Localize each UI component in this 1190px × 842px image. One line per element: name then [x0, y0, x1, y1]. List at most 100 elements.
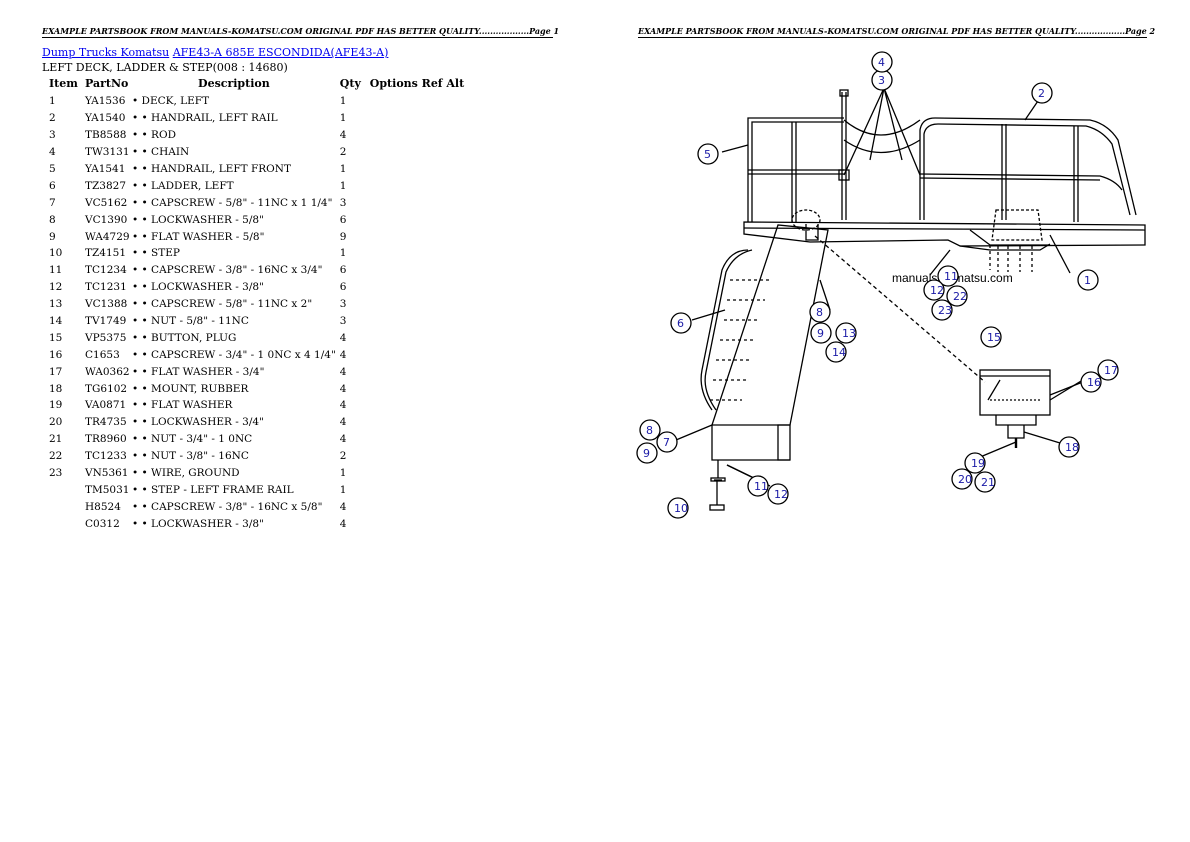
callout-label: 15: [987, 331, 1001, 344]
cell-description: • • CAPSCREW - 3/8" - 16NC x 3/4": [132, 264, 323, 277]
cell-description: • • STEP - LEFT FRAME RAIL: [132, 483, 294, 496]
cell-item: [42, 498, 85, 515]
cell-item: 13: [49, 298, 63, 311]
cell-item: 5: [49, 163, 56, 175]
cell-qty: 3: [339, 196, 347, 209]
callout-14: 14: [825, 341, 847, 363]
callout-circle: [951, 468, 973, 490]
cell-options: [370, 498, 464, 515]
cell-qty: 4: [339, 365, 347, 378]
cell-description: • • NUT - 3/4" - 1 0NC: [132, 433, 253, 446]
col-header-item: Item: [49, 77, 78, 90]
callout-circle: [980, 326, 1002, 348]
cell-item: 2: [49, 112, 56, 125]
callout-circle: [697, 143, 719, 165]
callout-circle: [1031, 82, 1053, 104]
callout-circle: [1080, 371, 1102, 393]
callout-circle: [767, 483, 789, 505]
cell-qty: 2: [339, 146, 347, 159]
callout-label: 8: [816, 306, 823, 319]
col-header-qty: Qty: [339, 77, 361, 90]
cell-description: • • CAPSCREW - 5/8" - 11NC x 1 1/4": [132, 196, 333, 209]
cell-options: [370, 515, 464, 532]
cell-qty: 3: [339, 315, 347, 328]
cell-partno: VC5162: [85, 196, 128, 209]
callout-12: 12: [923, 279, 945, 301]
cell-partno: TR8960: [85, 433, 127, 446]
callout-circle: [656, 431, 678, 453]
cell-options: [370, 397, 464, 414]
col-header-partno: PartNo: [85, 77, 129, 90]
cell-qty: 4: [339, 416, 347, 429]
cell-options: [370, 194, 464, 211]
callout-circle: [810, 322, 832, 344]
cell-item: 14: [49, 315, 63, 328]
breadcrumb-link-model[interactable]: AFE43-A 685E ESCONDIDA(AFE43-A): [172, 46, 389, 59]
cell-item: 8: [49, 213, 56, 226]
cell-qty: 4: [339, 500, 347, 513]
callout-circle: [667, 497, 689, 519]
cell-options: [370, 414, 464, 431]
cell-options: [370, 127, 464, 144]
cell-options: [370, 329, 464, 346]
cell-item: [42, 515, 85, 532]
callout-circle: [871, 51, 893, 73]
cell-description: • • NUT - 3/8" - 16NC: [132, 450, 249, 463]
callout-circle: [809, 301, 831, 323]
cell-item: [42, 481, 85, 498]
page-header-1: EXAMPLE PARTSBOOK FROM MANUALS-KOMATSU.C…: [42, 26, 560, 38]
callout-circle: [964, 452, 986, 474]
cell-description: • • HANDRAIL, LEFT RAIL: [132, 112, 278, 125]
callout-2: 2: [1031, 82, 1053, 104]
cell-description: • DECK, LEFT: [132, 95, 210, 108]
callout-circle: [670, 312, 692, 334]
cell-options: [370, 313, 464, 330]
cell-item: 16: [49, 348, 63, 361]
callout-21: 21: [974, 471, 996, 493]
cell-item: 7: [49, 196, 56, 209]
cell-partno: TZ3827: [85, 179, 127, 192]
cell-partno: VN5361: [85, 467, 129, 480]
callout-label: 9: [817, 327, 824, 340]
col-header-options: Options Ref Alt: [369, 77, 465, 90]
cell-qty: 1: [339, 179, 347, 192]
cell-partno: C0312: [85, 517, 120, 530]
cell-description: • • LOCKWASHER - 3/8": [132, 281, 264, 294]
cell-description: • • MOUNT, RUBBER: [132, 382, 249, 395]
callout-label: 8: [646, 424, 653, 437]
callout-label: 19: [971, 457, 985, 470]
callout-3: 3: [871, 69, 893, 91]
cell-qty: 6: [339, 213, 347, 226]
cell-description: • • WIRE, GROUND: [132, 467, 240, 480]
callout-label: 4: [878, 56, 885, 69]
callout-4: 4: [871, 51, 893, 73]
cell-partno: TG6102: [85, 382, 128, 395]
callout-circle: [1077, 269, 1099, 291]
cell-options: [370, 346, 464, 363]
callout-label: 13: [842, 327, 856, 340]
breadcrumb-link-dump-trucks[interactable]: Dump Trucks Komatsu: [42, 46, 170, 59]
cell-qty: 4: [339, 433, 347, 446]
cell-item: 23: [49, 467, 63, 480]
callout-label: 9: [643, 447, 650, 460]
cell-item: 9: [49, 230, 56, 243]
callout-label: 12: [930, 284, 944, 297]
cell-partno: YA1536: [85, 95, 126, 108]
callout-label: 7: [663, 436, 670, 449]
cell-qty: 4: [339, 348, 347, 361]
cell-partno: C1653: [85, 348, 120, 361]
cell-options: [370, 177, 464, 194]
cell-item: 6: [49, 179, 56, 192]
cell-partno: YA1541: [85, 163, 126, 175]
